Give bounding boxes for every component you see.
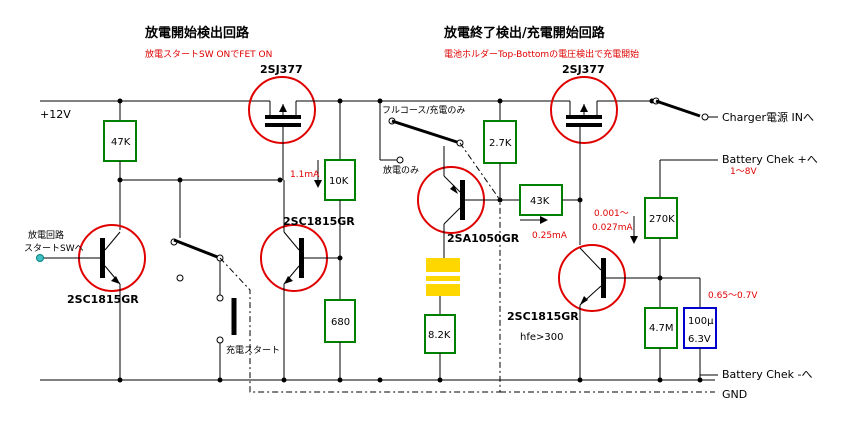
current-025ma: 0.25mA: [532, 231, 568, 241]
resistor-10k: [324, 159, 356, 201]
transistor-q-mid-label: 2SC1815GR: [283, 215, 355, 228]
input-label-line1: 放電回路: [28, 229, 64, 241]
fet-left-label: 2SJ377: [260, 63, 303, 76]
switch-left-contact-b: [176, 274, 184, 282]
capacitor-label-line2: 6.3V: [688, 334, 711, 345]
pushbutton-contact-bottom: [216, 336, 224, 344]
battery-plus-label: Battery Chek +へ: [722, 153, 818, 166]
pushbutton-contact-top: [216, 294, 224, 302]
transistor-q-right-label: 2SC1815GR: [507, 310, 579, 323]
fet-right-label: 2SJ377: [562, 63, 605, 76]
resistor-2k7-label: 2.7K: [489, 138, 512, 149]
current-range-line1: 0.001～: [594, 209, 629, 219]
switch-left-lever[interactable]: [173, 238, 221, 260]
resistor-4m7-label: 4.7M: [649, 323, 674, 334]
resistor-270k-label: 270K: [649, 214, 675, 225]
resistor-47k: [103, 120, 137, 162]
current-1ma: 1.1mA: [290, 170, 320, 180]
resistor-680-label: 680: [331, 317, 350, 328]
resistor-270k: [644, 197, 678, 239]
capacitor-label-line1: 100μ: [688, 316, 714, 327]
resistor-47k-label: 47K: [111, 137, 131, 148]
plus12v-label: +12V: [40, 108, 71, 121]
battery-minus-label: Battery Chek -へ: [722, 368, 812, 381]
switch-mid-lever[interactable]: [391, 119, 461, 145]
vbe-range: 0.65～0.7V: [708, 291, 758, 301]
current-range-line2: 0.027mA: [592, 223, 634, 233]
switch-mid-contact-bottom: [396, 156, 404, 164]
resistor-8k2-label: 8.2K: [428, 330, 451, 341]
resistor-4m7: [644, 307, 678, 349]
right-circuit-note: 電池ホルダーTop-Bottomの電圧検出で充電開始: [444, 48, 639, 60]
transistor-q-input-label: 2SC1815GR: [67, 293, 139, 306]
switch-full-charge-label: フルコース/充電のみ: [382, 104, 465, 116]
transistor-q-pnp-label: 2SA1050GR: [447, 232, 520, 245]
mechanical-linkage: [219, 142, 715, 393]
battery-voltage-range: 1～8V: [730, 167, 757, 177]
left-circuit-title: 放電開始検出回路: [144, 25, 250, 41]
charger-in-label: Charger電源 INへ: [722, 110, 814, 124]
input-terminal[interactable]: [36, 254, 44, 262]
charger-switch-lever[interactable]: [655, 99, 701, 118]
switch-discharge-only-label: 放電のみ: [383, 164, 419, 176]
resistor-10k-label: 10K: [329, 176, 349, 187]
pushbutton-label: 充電スタート: [226, 344, 280, 356]
capacitor-100u: [683, 307, 717, 349]
input-label-line2: スタートSWへ: [24, 243, 84, 254]
right-circuit-title: 放電終了検出/充電開始回路: [443, 25, 606, 41]
fet-right: [550, 76, 618, 245]
hfe-label: hfe>300: [520, 332, 563, 343]
resistor-43k-label: 43K: [530, 196, 550, 207]
indicator-led[interactable]: [426, 258, 460, 296]
charger-switch-contact-b: [701, 113, 709, 121]
gnd-label: GND: [722, 388, 747, 401]
fet-left: [248, 76, 318, 180]
left-circuit-note: 放電スタートSW ONでFET ON: [145, 48, 272, 60]
